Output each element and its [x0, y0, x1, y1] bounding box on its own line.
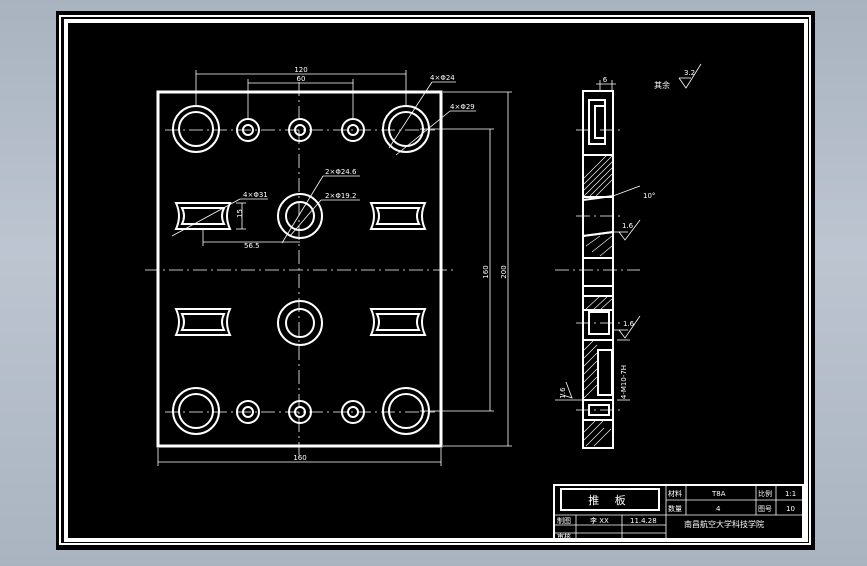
- label-160-vertical: 160: [482, 265, 490, 278]
- label-4x29: 4×Φ29: [450, 103, 475, 111]
- part-name: 推 板: [588, 493, 632, 507]
- drawn-label: 制图: [557, 516, 571, 525]
- dim-60: 60: [247, 75, 354, 118]
- outer-border: [59, 15, 811, 545]
- label-thread: 4-M10-7H: [620, 365, 628, 399]
- qty-label: 数量: [668, 504, 682, 513]
- roughness-a: 1.6: [613, 219, 641, 241]
- material-value: T8A: [711, 490, 726, 498]
- small-hole-row-top: [236, 118, 365, 142]
- dim-vertical: 160 200: [420, 91, 512, 447]
- label-15: 15: [236, 209, 244, 218]
- inner-border: [64, 19, 808, 542]
- label-angle: 10°: [643, 192, 655, 200]
- leader-center: 2×Φ24.6 2×Φ19.2: [281, 168, 360, 244]
- section-view: 6: [555, 63, 702, 449]
- check-label: 审核: [557, 532, 571, 541]
- title-block: 推 板 材料 T8A 比例 1:1 数量 4 图号 10 制图 李 XX 11.…: [553, 484, 804, 541]
- scale-label: 比例: [758, 489, 772, 498]
- roughness-rest: 其余 3.2: [654, 63, 702, 90]
- corner-hole-bottom-left: [172, 387, 220, 435]
- label-200-vertical: 200: [500, 265, 508, 278]
- center-boss-upper: [277, 193, 323, 239]
- material-label: 材料: [668, 489, 682, 498]
- roughness-c: 1.6: [555, 381, 583, 401]
- center-boss-lower: [277, 300, 323, 346]
- scale-value: 1:1: [785, 490, 796, 498]
- drawn-name: 李 XX: [590, 516, 609, 525]
- drawing-no-label: 图号: [758, 505, 772, 513]
- hatch-zone-3: [582, 295, 614, 311]
- roughness-rest-value: 3.2: [684, 69, 695, 77]
- label-4x24: 4×Φ24: [430, 74, 455, 82]
- label-56-5: 56.5: [244, 242, 260, 250]
- dim-bottom: 160: [157, 448, 442, 466]
- drawing-sheet: [56, 11, 815, 550]
- plate-outline: [156, 90, 443, 448]
- hatch-zone-5: [582, 419, 614, 449]
- slot-upper-right: [369, 202, 427, 230]
- label-2x19-2: 2×Φ19.2: [325, 192, 356, 200]
- school-name: 南昌航空大学科技学院: [684, 519, 764, 529]
- plan-view: 120 60 4×Φ24 4×Φ29 4×Φ31 15: [145, 66, 512, 466]
- slot-lower-right: [369, 308, 427, 336]
- roughness-b: 1.6: [613, 315, 641, 339]
- dim-120-label: 120: [294, 66, 307, 74]
- small-hole-row-bottom: [236, 400, 365, 424]
- label-160-bottom: 160: [293, 454, 306, 462]
- dim-120: 120: [195, 66, 407, 106]
- leader-corner-holes: 4×Φ24 4×Φ29: [388, 74, 476, 156]
- label-4x31: 4×Φ31: [243, 191, 268, 199]
- slot-lower-left: [174, 308, 232, 336]
- label-section-6: 6: [603, 76, 608, 84]
- label-2x24-6: 2×Φ24.6: [325, 168, 357, 176]
- drawing-no-value: 10: [786, 505, 795, 513]
- qty-value: 4: [716, 505, 721, 513]
- slot-upper-left: [174, 202, 232, 230]
- drawn-date: 11.4.28: [630, 517, 657, 525]
- roughness-b-value: 1.6: [623, 320, 635, 328]
- roughness-c-value: 1.6: [559, 387, 567, 399]
- hatch-zone-4: [582, 339, 614, 401]
- roughness-a-value: 1.6: [622, 222, 634, 230]
- dim-60-label: 60: [297, 75, 306, 83]
- leader-slot: 4×Φ31 15 56.5: [171, 191, 300, 250]
- roughness-rest-label: 其余: [654, 80, 670, 90]
